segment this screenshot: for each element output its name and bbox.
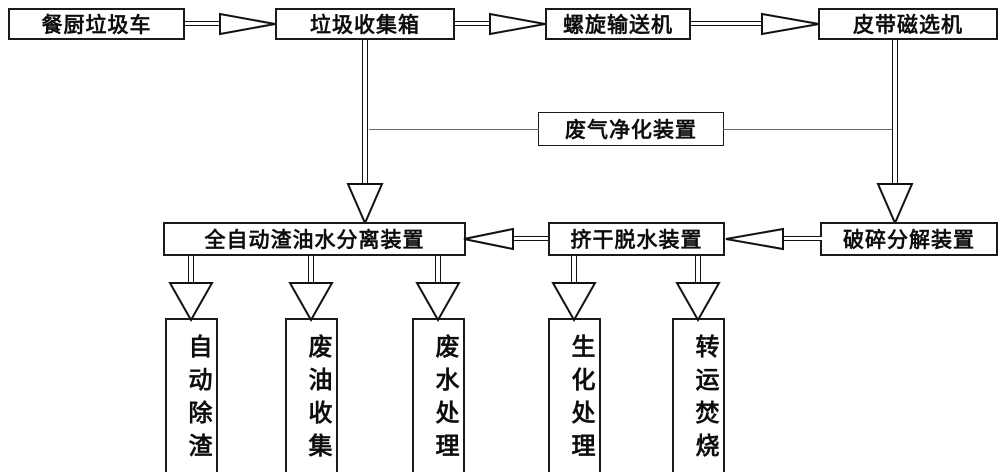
connector-shaft-magsep-to-crusher: [892, 40, 898, 186]
node-label: 垃圾收集箱: [310, 13, 420, 37]
arrowhead-to-waste-oil: [288, 282, 334, 322]
node-waste-collection-bin[interactable]: 垃圾收集箱: [275, 8, 455, 40]
node-transfer-incineration[interactable]: 转运焚烧: [672, 318, 725, 472]
node-squeeze-dewatering-device[interactable]: 挤干脱水装置: [548, 222, 725, 256]
connector-shaft-to-biochemical: [571, 256, 577, 284]
arrowhead-to-incineration: [675, 282, 721, 322]
arrowhead-truck-to-bin: [219, 12, 276, 36]
connector-shaft-to-waste-oil: [308, 256, 314, 284]
arrowhead-to-wastewater: [415, 282, 461, 322]
arrowhead-conveyor-to-separator: [761, 12, 820, 36]
node-label: 螺旋输送机: [563, 13, 673, 37]
node-label: 全自动渣油水分离装置: [204, 228, 425, 252]
arrowhead-magsep-to-crusher: [876, 183, 914, 225]
node-waste-oil-collection[interactable]: 废油收集: [285, 318, 338, 472]
node-label: 生化处理: [567, 334, 595, 466]
connector-shaft-to-slag-removal: [188, 256, 194, 284]
arrowhead-dewater-to-oilwater: [463, 227, 514, 251]
connector-shaft-conveyor-to-separator: [691, 21, 763, 26]
node-crushing-decomposition-device[interactable]: 破碎分解装置: [820, 222, 998, 256]
gas-line-left: [369, 129, 539, 130]
gas-line-right: [723, 129, 895, 130]
arrowhead-bin-to-conveyor: [489, 12, 546, 36]
node-label: 餐厨垃圾车: [41, 13, 152, 37]
connector-shaft-bin-to-oilwater: [362, 40, 368, 186]
node-label: 废油收集: [304, 334, 332, 466]
connector-shaft-to-wastewater: [435, 256, 441, 284]
node-belt-magnetic-separator[interactable]: 皮带磁选机: [818, 8, 998, 40]
node-biochemical-treatment[interactable]: 生化处理: [548, 318, 601, 472]
node-label: 废气净化装置: [565, 118, 697, 142]
arrowhead-bin-to-oilwater: [346, 183, 384, 225]
connector-shaft-bin-to-conveyor: [455, 21, 491, 26]
node-label: 转运焚烧: [691, 334, 719, 466]
node-label: 废水处理: [431, 334, 459, 466]
arrowhead-to-slag-removal: [168, 282, 214, 322]
arrowhead-crusher-to-dewater: [725, 227, 784, 251]
node-food-waste-truck[interactable]: 餐厨垃圾车: [8, 8, 185, 40]
arrowhead-to-biochemical: [551, 282, 597, 322]
node-label: 破碎分解装置: [843, 228, 975, 252]
connector-shaft-dewater-to-oilwater: [510, 236, 548, 241]
node-auto-slag-removal[interactable]: 自动除渣: [165, 318, 218, 472]
connector-shaft-crusher-to-dewater: [780, 236, 822, 241]
node-wastewater-treatment[interactable]: 废水处理: [412, 318, 465, 472]
node-label: 皮带磁选机: [853, 13, 963, 37]
node-exhaust-gas-purifier[interactable]: 废气净化装置: [538, 112, 724, 146]
connector-shaft-truck-to-bin: [185, 21, 221, 26]
node-label: 挤干脱水装置: [570, 228, 703, 252]
node-label: 自动除渣: [184, 334, 212, 466]
connector-shaft-to-incineration: [695, 256, 701, 284]
node-auto-oil-water-separator[interactable]: 全自动渣油水分离装置: [163, 222, 466, 256]
node-screw-conveyor[interactable]: 螺旋输送机: [545, 8, 691, 40]
